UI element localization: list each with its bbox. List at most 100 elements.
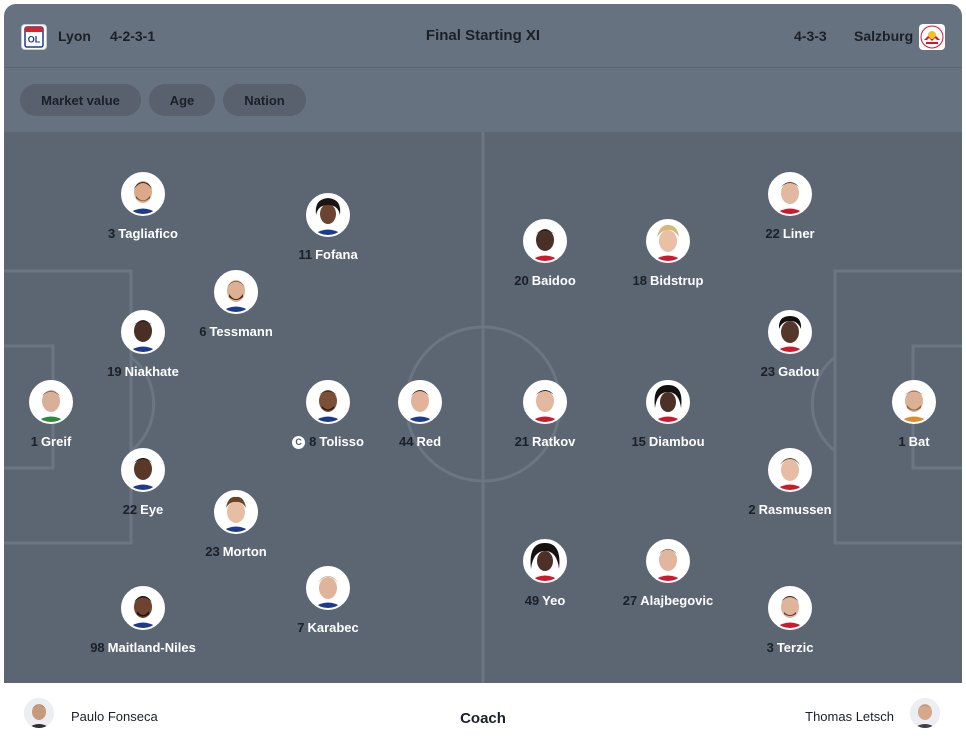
away-team-name[interactable]: Salzburg xyxy=(854,28,914,44)
salzburg-bull-crest-icon[interactable] xyxy=(919,24,945,50)
player-name: Baidoo xyxy=(531,273,576,288)
lineup-card: OL Lyon 4-2-3-1 Final Starting XI 4-3-3 … xyxy=(4,4,962,742)
player-number: 18 xyxy=(632,273,647,288)
player-number: 49 xyxy=(524,593,540,608)
player-number: 1 xyxy=(898,434,906,449)
player-photo xyxy=(768,586,812,630)
player-name: Yeo xyxy=(542,593,566,608)
player-name: Ratkov xyxy=(532,434,576,449)
player-name: Bidstrup xyxy=(650,273,704,288)
lineup-title: Final Starting XI xyxy=(425,27,541,44)
away-formation: 4-3-3 xyxy=(794,28,827,44)
player-name: Tessmann xyxy=(209,324,273,339)
player-number: 22 xyxy=(765,226,780,241)
player-photo xyxy=(398,380,442,424)
player-number: 22 xyxy=(122,502,138,517)
player-photo xyxy=(306,380,350,424)
player-photo xyxy=(121,310,165,354)
player-number: 21 xyxy=(514,434,530,449)
player-name: Terzic xyxy=(776,640,814,655)
home-team-name[interactable]: Lyon xyxy=(58,28,91,44)
player-number: 98 xyxy=(90,640,105,655)
player-photo xyxy=(768,310,812,354)
player-photo xyxy=(768,448,812,492)
player-photo xyxy=(121,448,165,492)
player-number: 23 xyxy=(760,364,776,379)
player-name: Fofana xyxy=(315,247,358,262)
player-number: 7 xyxy=(297,620,305,635)
player-name: Greif xyxy=(40,434,72,449)
player-photo xyxy=(646,380,690,424)
filter-bar: Market value Age Nation xyxy=(4,68,962,132)
away-coach-name[interactable]: Thomas Letsch xyxy=(805,709,894,724)
player-number: 23 xyxy=(205,544,220,559)
player-photo xyxy=(646,539,690,583)
lyon-crest-icon[interactable]: OL xyxy=(21,24,47,50)
home-formation: 4-2-3-1 xyxy=(110,28,156,44)
player-name: Maitland-Niles xyxy=(107,640,196,655)
player-name: Liner xyxy=(782,226,815,241)
player-name: Bat xyxy=(908,434,930,449)
player-name: Diambou xyxy=(648,434,705,449)
player-name: Alajbegovic xyxy=(640,593,714,608)
player-photo xyxy=(214,270,258,314)
player-name: Gadou xyxy=(778,364,820,379)
home-coach-name[interactable]: Paulo Fonseca xyxy=(71,709,158,724)
player-number: 11 xyxy=(298,247,313,262)
filter-market-value-button[interactable]: Market value xyxy=(20,84,141,116)
player-number: 15 xyxy=(631,434,646,449)
player-name: Tolisso xyxy=(319,434,364,449)
player-number: 2 xyxy=(748,502,756,517)
svg-text:OL: OL xyxy=(28,35,41,45)
player-number: 3 xyxy=(108,226,116,241)
player-photo xyxy=(768,172,812,216)
player-photo xyxy=(523,539,567,583)
player-photo xyxy=(121,172,165,216)
player-name: Karabec xyxy=(307,620,359,635)
home-coach-avatar[interactable] xyxy=(24,698,54,728)
captain-badge-icon: C xyxy=(292,436,306,449)
away-coach-avatar[interactable] xyxy=(910,698,940,728)
player-photo xyxy=(306,566,350,610)
player-number: 3 xyxy=(766,640,774,655)
coach-bar: Paulo Fonseca Coach Thomas Letsch xyxy=(4,683,962,742)
filter-age-button[interactable]: Age xyxy=(149,84,215,116)
player-number: 8 xyxy=(309,434,317,449)
pitch-markings xyxy=(4,132,962,683)
filter-nation-button[interactable]: Nation xyxy=(223,84,306,116)
lineup-header: OL Lyon 4-2-3-1 Final Starting XI 4-3-3 … xyxy=(4,4,962,68)
player-photo xyxy=(523,219,567,263)
player-number: 19 xyxy=(107,364,122,379)
